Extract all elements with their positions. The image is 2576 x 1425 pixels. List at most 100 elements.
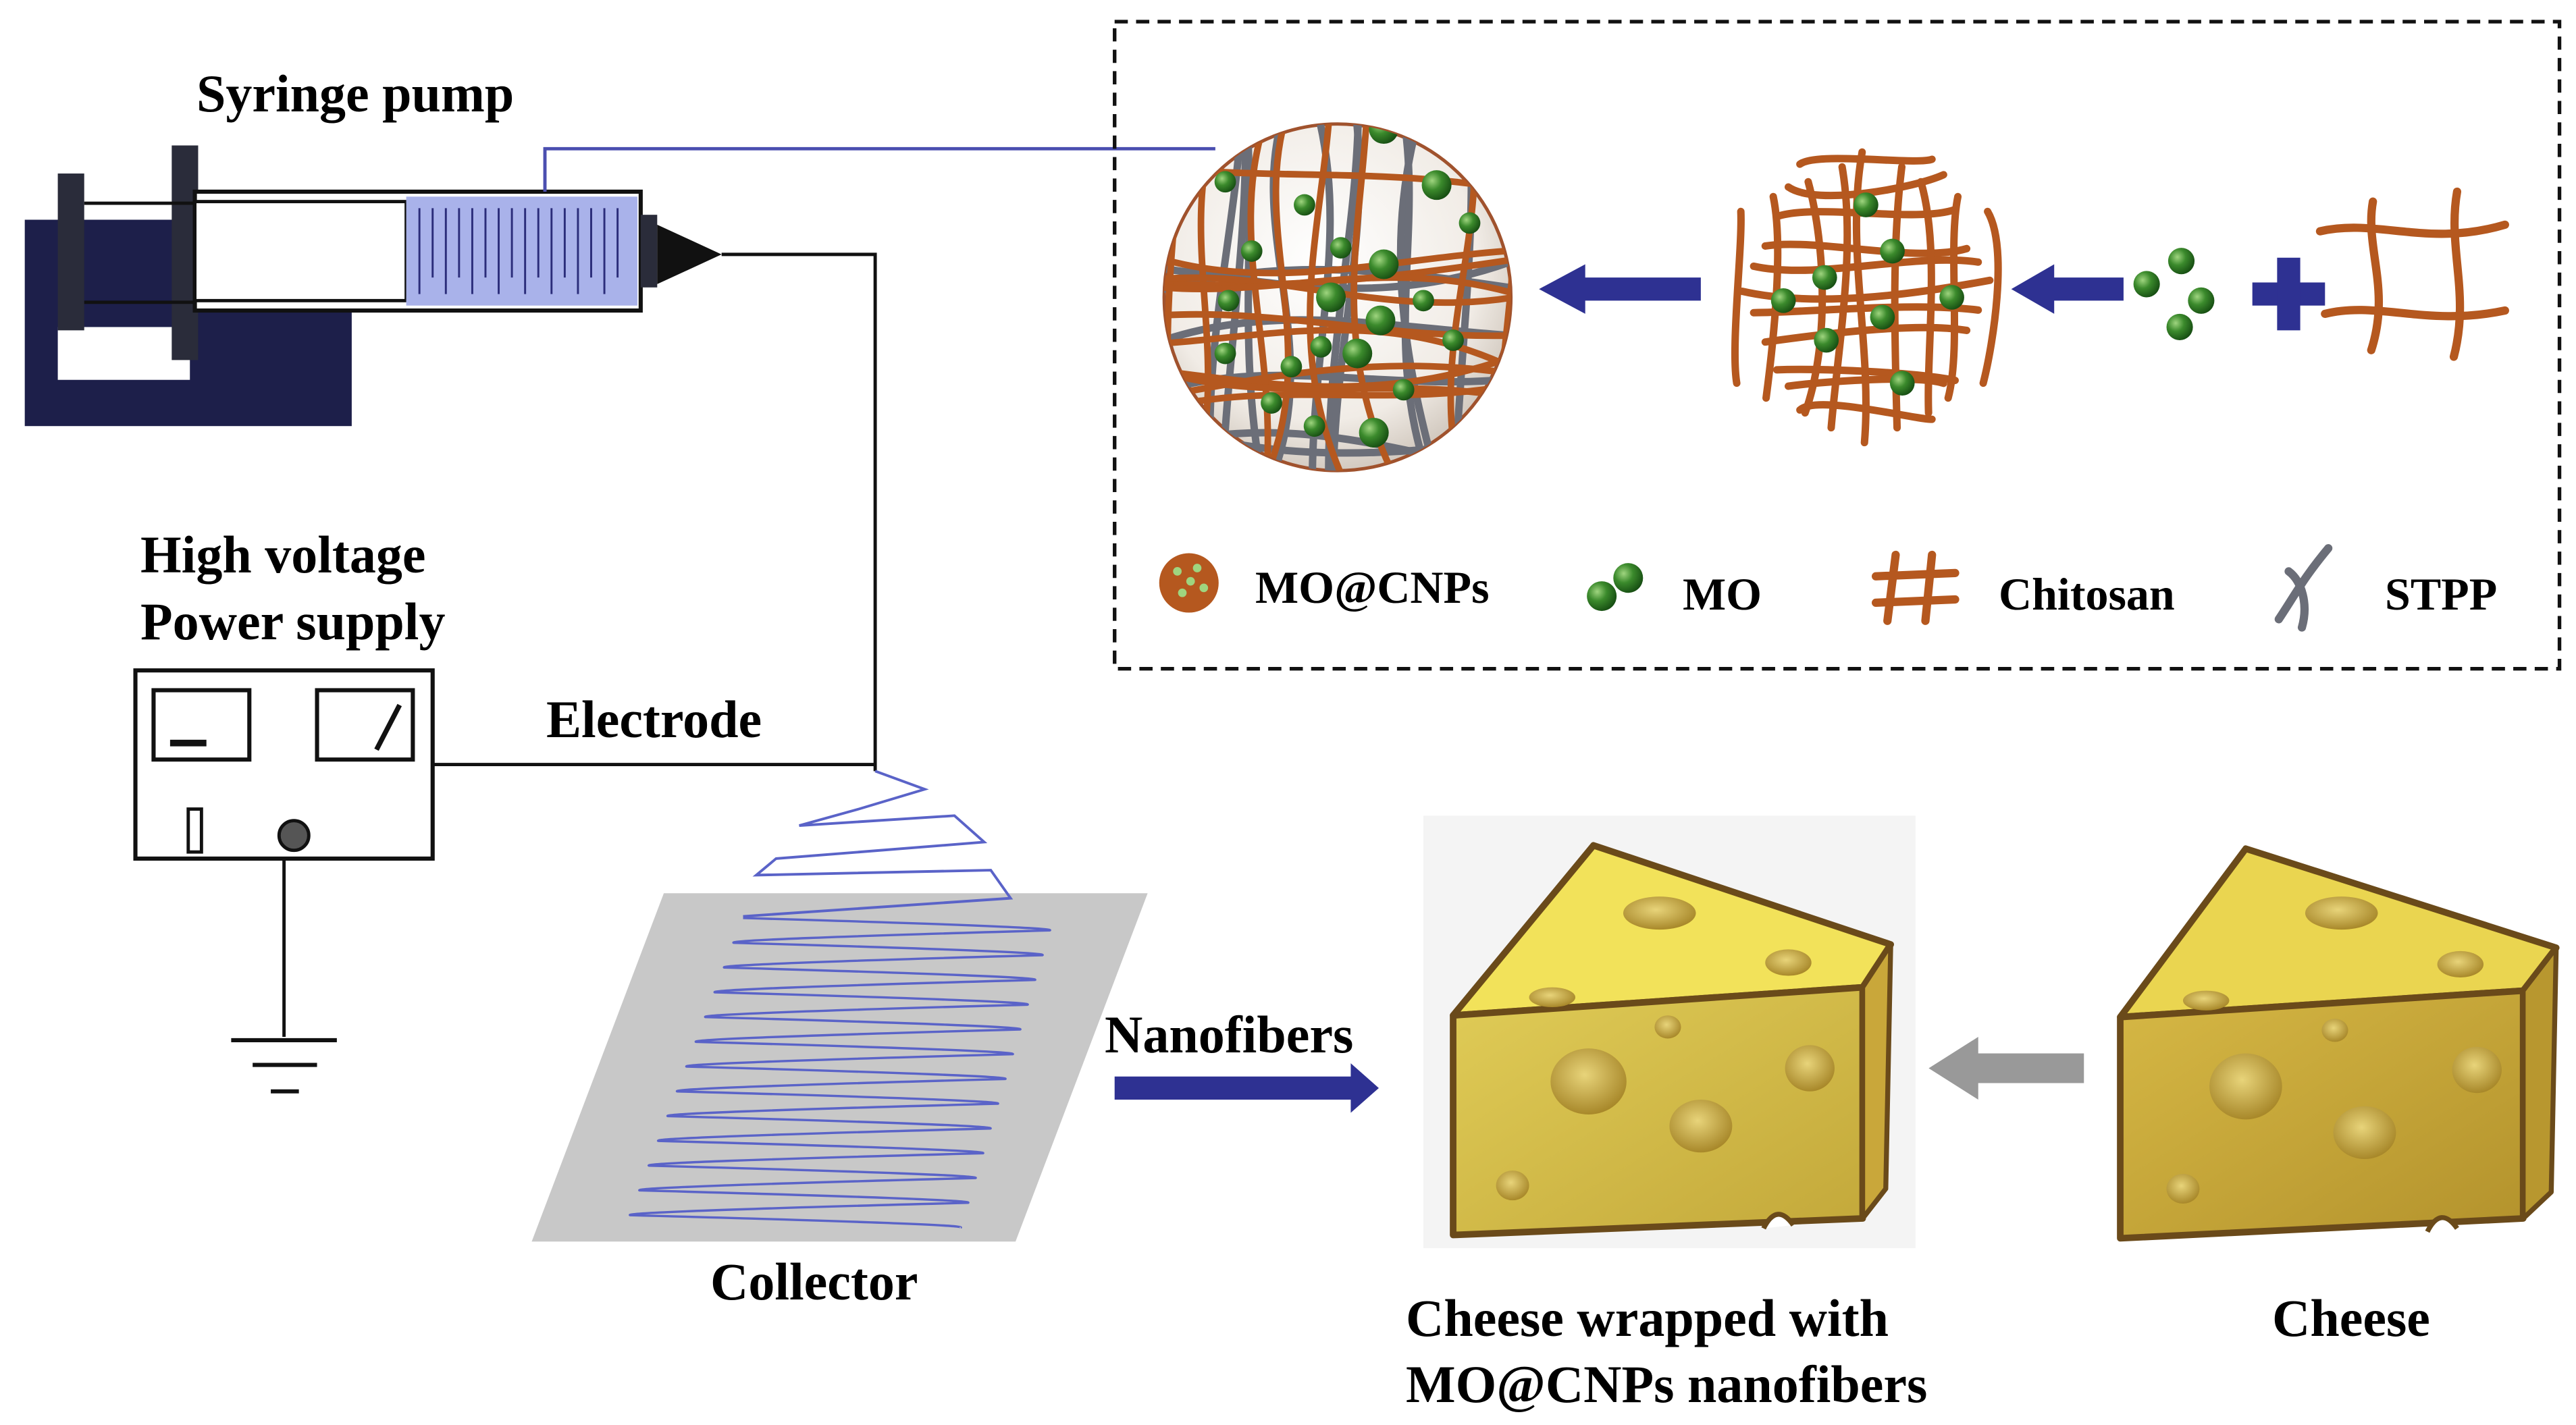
mo-bead	[1880, 238, 1905, 264]
mo-bead	[2167, 248, 2195, 275]
stpp-icon-strand	[2284, 567, 2309, 632]
chitosan-strand	[1164, 274, 1511, 301]
meter-right-needle	[374, 703, 402, 751]
mo-bead	[2166, 313, 2193, 341]
deposited-nanofibers	[629, 917, 1051, 1229]
mo-bead	[1240, 240, 1263, 262]
mo-bead	[1421, 170, 1452, 200]
cheese-edge-notch	[1761, 1212, 1795, 1230]
chitosan-strand	[1247, 124, 1273, 471]
legend-label-stpp: STPP	[2385, 568, 2498, 620]
mo-bead	[1442, 329, 1464, 351]
collector-label: Collector	[710, 1252, 918, 1311]
mocnps-icon-dot	[1178, 588, 1187, 597]
mo-beads-free	[2133, 248, 2215, 341]
chitosan-unit	[2315, 187, 2509, 361]
mo-bead	[1770, 288, 1796, 313]
electrode-label: Electrode	[546, 690, 762, 749]
mo-bead	[1330, 237, 1352, 259]
mo-bead	[1214, 342, 1236, 365]
mo-bead	[1342, 338, 1373, 369]
cheese-transform-arrow	[1928, 1037, 2084, 1100]
chitosan-strand	[1796, 155, 1936, 168]
mo-bead	[1458, 212, 1481, 234]
cheese-hole	[2333, 1106, 2396, 1160]
chitosan-mo-network	[1731, 148, 2002, 447]
meter-left	[151, 688, 252, 762]
chitosan-strand	[1164, 311, 1511, 340]
chitosan-icon-line	[1921, 550, 1937, 625]
chitosan-strand	[1164, 327, 1511, 379]
cheese-hole	[1496, 1171, 1529, 1201]
inset-frame	[1113, 20, 2562, 671]
chitosan-strand	[2449, 187, 2465, 361]
chitosan-strand	[1917, 178, 1935, 417]
cheese-top-hole	[1765, 949, 1812, 976]
cheese-hole	[1654, 1015, 1681, 1039]
chitosan-strand	[1891, 163, 1906, 432]
mo-bead	[1870, 304, 1895, 330]
high-voltage-label: High voltage	[140, 525, 426, 584]
chitosan-strand	[1750, 256, 1982, 274]
mocnps-icon-dot	[1173, 567, 1182, 576]
collector-assembly	[531, 770, 1148, 1242]
mo-icon-bead	[1613, 563, 1644, 593]
stpp-strand	[1398, 124, 1436, 471]
cheese-hole	[1669, 1099, 1733, 1153]
mo-bead	[1854, 192, 1878, 217]
cheese-hole	[2166, 1174, 2200, 1204]
cheese-label: Cheese	[2272, 1289, 2430, 1347]
cheese-plain-illustration	[2117, 845, 2560, 1242]
chitosan-strand	[1827, 163, 1851, 432]
mocnps-icon-dot	[1192, 564, 1202, 572]
mo-bead	[1310, 335, 1332, 358]
mo-icon-bead	[1587, 581, 1617, 612]
power-knob	[277, 819, 311, 853]
mocnps-icon-dot	[1186, 576, 1195, 586]
cheese-wrapped-label-line2: MO@CNPs nanofibers	[1406, 1355, 1928, 1414]
cheese-side	[2521, 945, 2559, 1221]
cheese-hole	[2209, 1053, 2282, 1120]
chitosan-icon-line	[1871, 595, 1960, 607]
power-supply-label: Power supply	[140, 592, 446, 651]
chitosan-strand	[2367, 197, 2383, 354]
stpp-strand	[1242, 124, 1267, 471]
syringe-pump-label: Syringe pump	[196, 64, 515, 123]
mo-bead	[1369, 249, 1399, 279]
syringe-pump	[24, 145, 722, 427]
mo-bead	[1812, 265, 1837, 290]
cheese-top-hole	[1623, 896, 1696, 930]
mo-bead	[1413, 290, 1434, 312]
cheese-hole	[1550, 1048, 1627, 1114]
syringe-fluid	[406, 196, 637, 306]
chitosan-strand	[1164, 246, 1511, 277]
mo-bead	[1316, 282, 1346, 313]
legend-icons	[1159, 544, 2333, 632]
cheese-hole	[2452, 1046, 2502, 1094]
mo-bead	[1889, 371, 1915, 396]
mocnps-particle-detail	[1162, 122, 1513, 473]
chitosan-icon-line	[1883, 550, 1900, 625]
chitosan-strand	[2321, 306, 2509, 321]
high-voltage-power-supply	[133, 668, 435, 1094]
plunger-end-plate	[57, 173, 84, 331]
mo-bead	[1365, 305, 1396, 335]
power-switch	[186, 807, 203, 854]
chitosan-mesh-icon	[1871, 550, 1960, 625]
mo-bead	[1814, 327, 1839, 353]
pump-base-notch	[57, 327, 190, 380]
mo-bead	[2133, 271, 2160, 298]
electrospinning-jet	[743, 770, 1014, 918]
syringe-graduation-marks	[418, 208, 619, 294]
mo-bead	[1214, 171, 1236, 193]
chitosan-strand	[1257, 124, 1292, 471]
mo-bead	[1294, 194, 1315, 216]
cheese-hole	[2321, 1019, 2348, 1042]
mo-bead	[2188, 287, 2215, 314]
cheese-wrapped-illustration	[1423, 815, 1916, 1249]
cheese-top-hole	[1529, 987, 1576, 1008]
cheese-edge-notch	[2425, 1215, 2459, 1233]
chitosan-strand	[1979, 207, 2002, 387]
chitosan-strand	[1852, 148, 1870, 447]
